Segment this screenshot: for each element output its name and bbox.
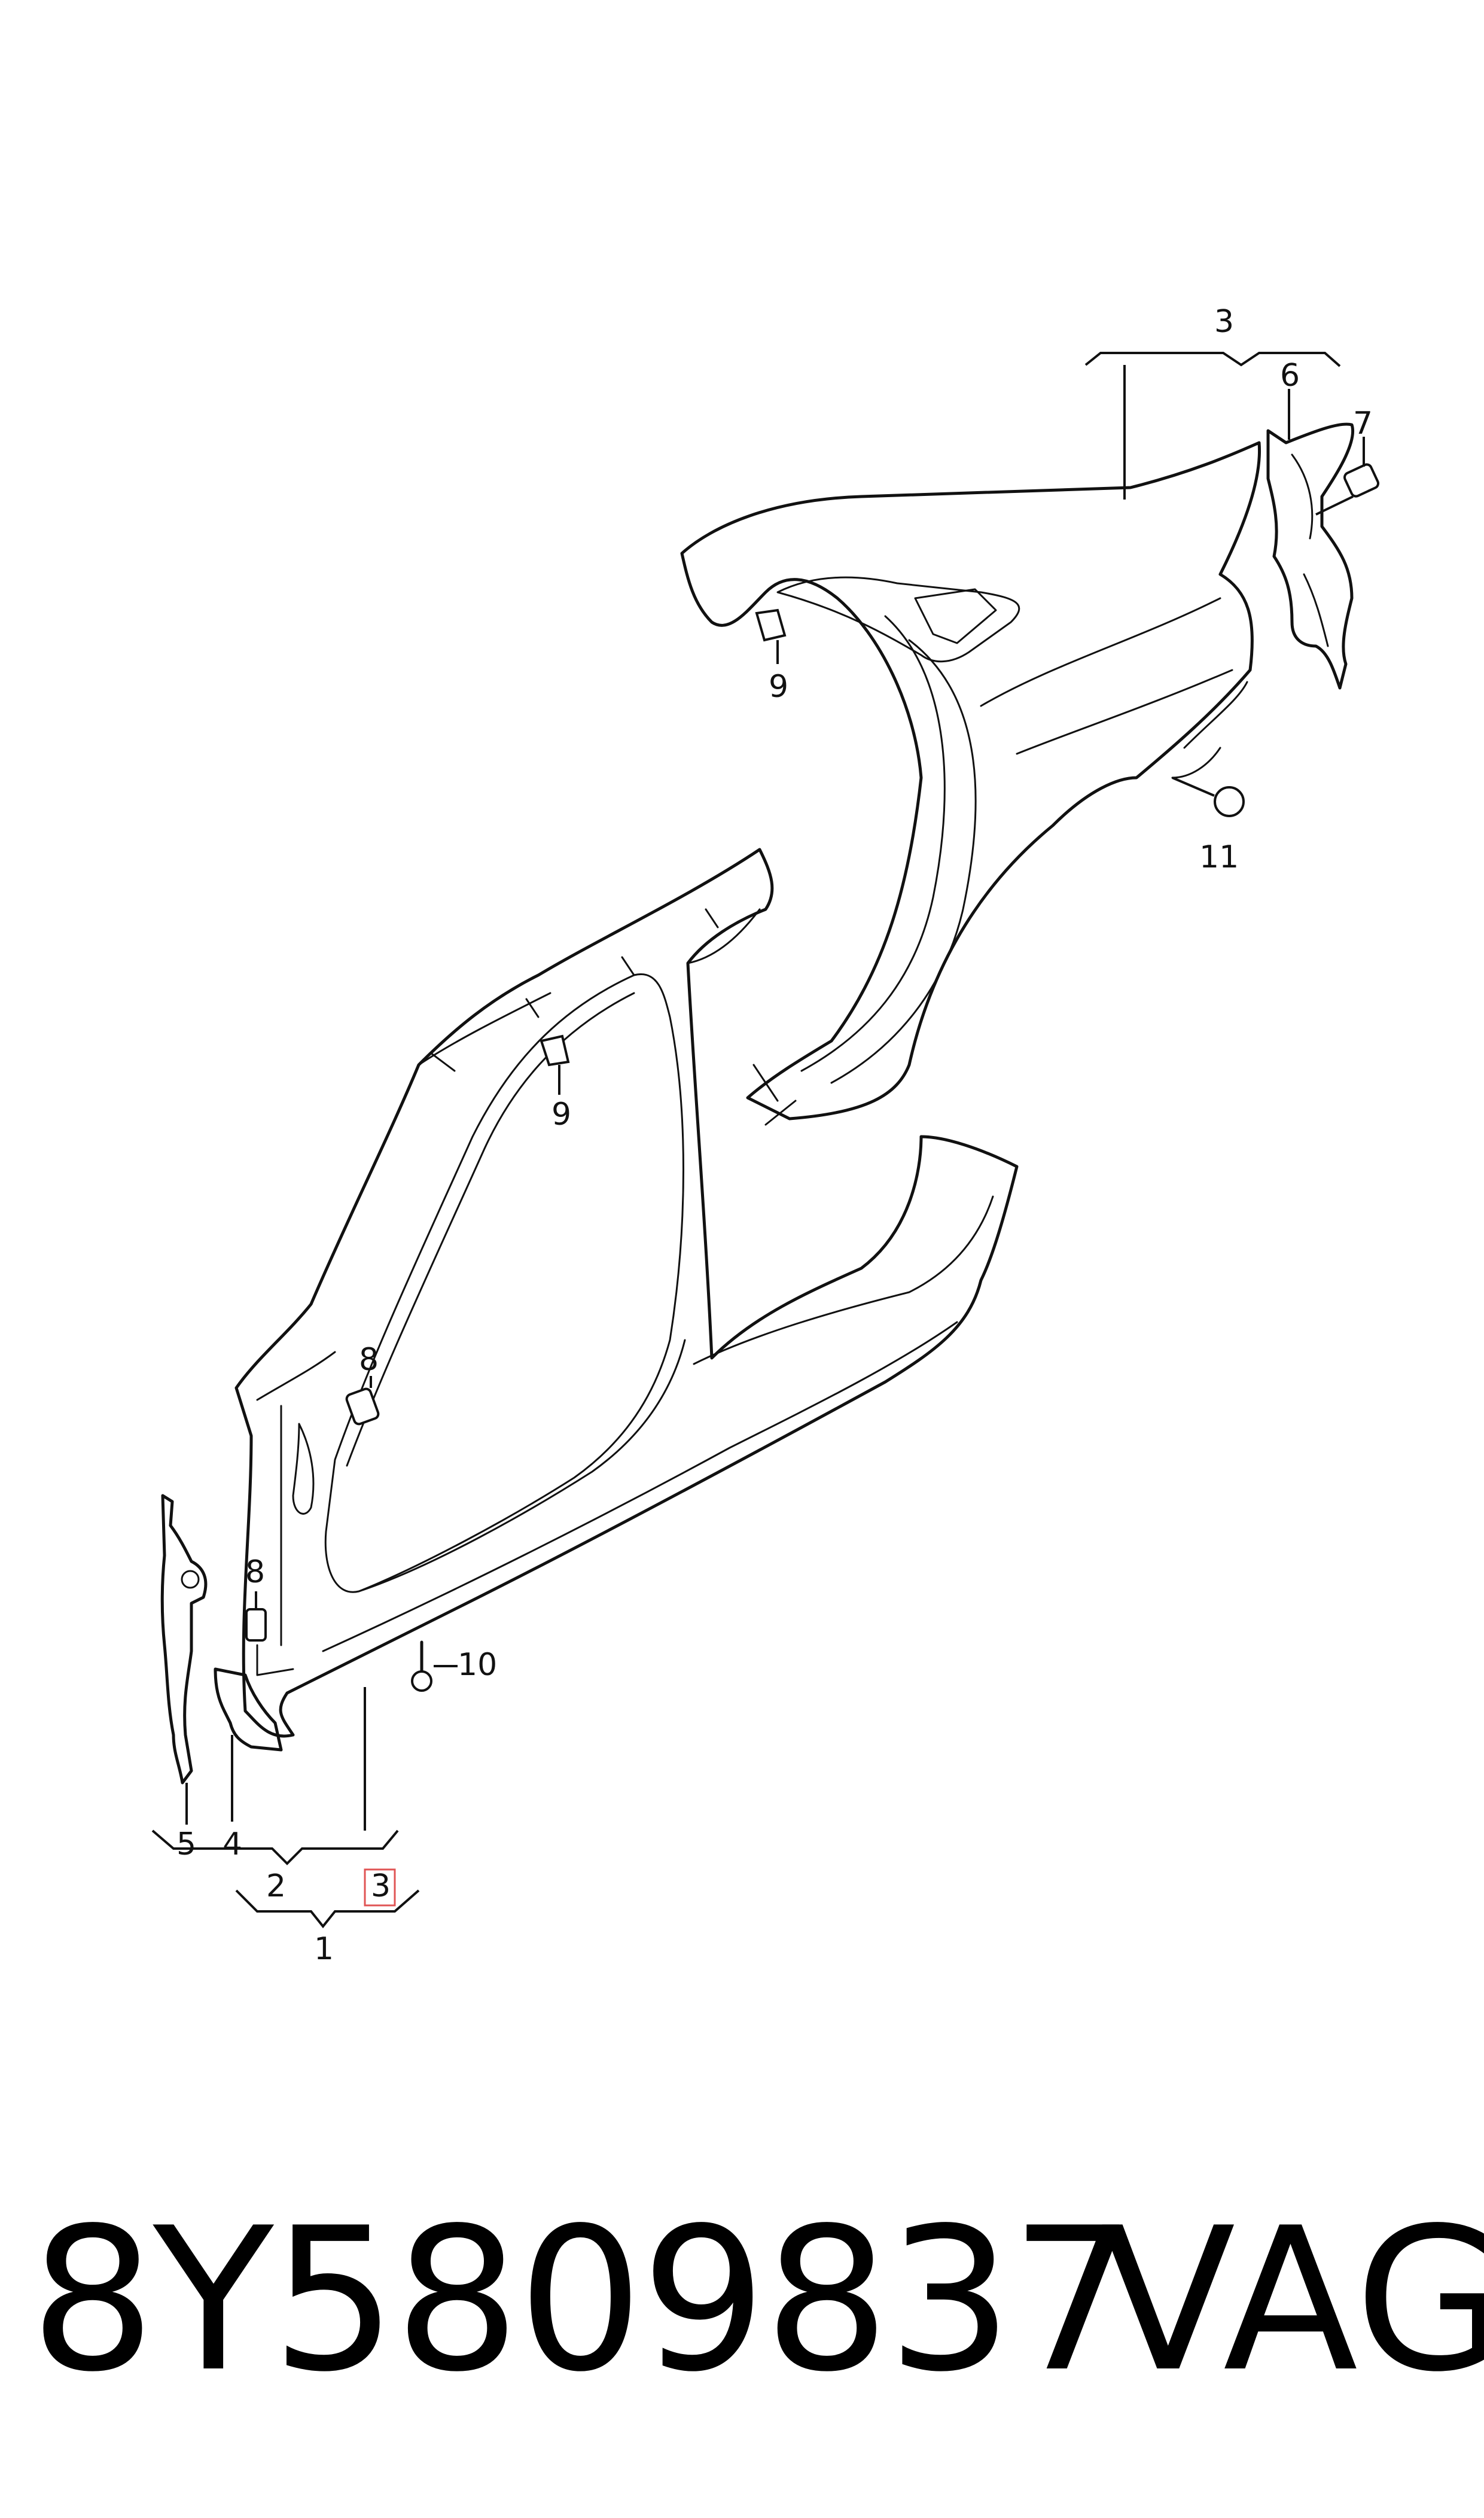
callout-labels: 3 6 7 9 11 9 8 8 10 5 4 2 3 1	[176, 304, 1373, 1967]
part-number: 8Y5809837	[30, 2185, 1136, 2415]
callout-11: 11	[1199, 839, 1239, 875]
callout-3-bottom: 3	[371, 1868, 391, 1904]
rear-quarter-panel	[680, 441, 1261, 1121]
callout-9-lower: 9	[551, 1097, 571, 1132]
brand-label: VAG	[1101, 2185, 1484, 2415]
callout-6: 6	[1280, 358, 1300, 394]
part-10-screw	[411, 1640, 458, 1692]
leader-lines	[151, 352, 1365, 1929]
side-panel-frame	[234, 848, 1019, 1738]
part-9-clip-upper	[755, 608, 787, 664]
part-6-bracket	[1266, 422, 1354, 690]
callout-2: 2	[266, 1868, 286, 1904]
part-5-reinforcement	[160, 1494, 208, 1825]
callout-10: 10	[458, 1647, 497, 1683]
callout-9-upper: 9	[769, 669, 788, 705]
callout-8-lower: 8	[245, 1554, 265, 1590]
part-8-bushing-lower	[245, 1591, 294, 1676]
callout-7: 7	[1353, 406, 1373, 442]
part-8-bushing-upper	[345, 1376, 380, 1426]
callout-5: 5	[176, 1826, 196, 1862]
callout-8-upper: 8	[359, 1342, 379, 1378]
part-11-nut	[1172, 777, 1245, 817]
callout-1: 1	[314, 1931, 334, 1967]
highlight-box	[364, 1868, 396, 1907]
part-7-bolt	[1315, 463, 1379, 516]
callout-4: 4	[223, 1826, 242, 1862]
part-4-bracket	[214, 1667, 283, 1822]
part-9-clip-lower	[540, 1034, 570, 1095]
footer: 8Y5809837 VAG	[0, 2202, 1484, 2453]
callout-3-top: 3	[1214, 304, 1234, 340]
